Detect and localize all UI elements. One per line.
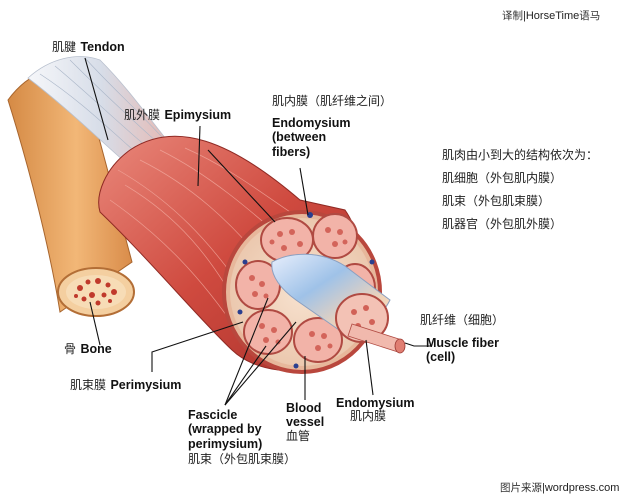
- leader-lines: [84, 57, 432, 406]
- endomysium-bottom-label: Endomysium 肌内膜: [336, 396, 415, 424]
- bottom-credit-sep: |: [542, 482, 545, 494]
- muscle-fiber-en-2: (cell): [426, 350, 456, 365]
- leader-muscle-fiber: [404, 342, 432, 347]
- bone-label: 骨 Bone: [64, 340, 112, 358]
- structure-note-item: 肌束（外包肌束膜）: [442, 194, 551, 208]
- endomysium-top-en-2: (between: [272, 130, 327, 145]
- bottom-credit: 图片来源|wordpress.com: [500, 478, 619, 496]
- epimysium-label-zh: 肌外膜: [124, 108, 161, 122]
- leader-fascicle-1: [224, 297, 269, 406]
- tendon-label: 肌腱 Tendon: [52, 38, 125, 56]
- leader-tendon: [84, 57, 109, 141]
- top-credit: 译制|HorseTime语马: [502, 6, 600, 24]
- fascicle-label: Fascicle (wrapped by perimysium) 肌束（外包肌束…: [188, 408, 296, 467]
- blood-vessel-en-2: vessel: [286, 415, 325, 430]
- epimysium-label-en: Epimysium: [164, 108, 232, 122]
- muscle-fiber-en-1: Muscle fiber: [426, 335, 499, 350]
- cross-section: [222, 210, 391, 374]
- structure-note: 肌肉由小到大的结构依次为： 肌细胞（外包肌内膜） 肌束（外包肌束膜） 肌器官（外…: [442, 144, 598, 236]
- bottom-credit-en: wordpress.com: [544, 482, 620, 494]
- tendon-label-zh: 肌腱: [52, 40, 77, 54]
- blood-vessel-en-1: Blood: [286, 401, 322, 415]
- endomysium-top-label: 肌内膜（肌纤维之间） Endomysium (between fibers): [272, 94, 393, 159]
- structure-note-heading: 肌肉由小到大的结构依次为：: [442, 148, 599, 162]
- bottom-credit-zh: 图片来源: [500, 482, 542, 494]
- leader-fascicle-2: [224, 321, 297, 406]
- endomysium-top-zh: 肌内膜（肌纤维之间）: [272, 94, 393, 108]
- bone-label-en: Bone: [80, 342, 112, 356]
- leader-fascicle-3: [224, 345, 267, 406]
- leader-bone: [89, 301, 101, 346]
- muscle-fiber-zh: 肌纤维（细胞）: [420, 313, 505, 327]
- leader-endomysium-top: [299, 167, 309, 216]
- leader-epimysium-2: [207, 149, 276, 223]
- muscle-fiber-shape: [347, 323, 406, 354]
- blood-vessel-zh: 血管: [286, 428, 311, 443]
- fascicle-en-3: perimysium): [188, 436, 263, 451]
- perimysium-label-zh: 肌束膜: [70, 378, 107, 392]
- leader-perimysium: [151, 321, 244, 372]
- structure-note-item: 肌器官（外包肌外膜）: [442, 217, 563, 231]
- muscle-fiber-label: 肌纤维（细胞） Muscle fiber (cell): [420, 313, 505, 365]
- bone-label-zh: 骨: [64, 342, 77, 356]
- perimysium-label: 肌束膜 Perimysium: [70, 376, 181, 394]
- tendon-label-en: Tendon: [80, 40, 125, 54]
- endomysium-top-en-3: fibers): [272, 144, 311, 159]
- endomysium-bottom-zh: 肌内膜: [350, 409, 387, 424]
- perimysium-label-en: Perimysium: [110, 378, 182, 392]
- bone-shape: [7, 68, 135, 317]
- fascicle-en-1: Fascicle: [188, 408, 238, 422]
- top-credit-zh2: 语马: [579, 10, 601, 22]
- blood-vessel-label: Blood vessel 血管: [286, 401, 324, 444]
- structure-note-item: 肌细胞（外包肌内膜）: [442, 171, 563, 185]
- top-credit-en: HorseTime: [525, 10, 580, 22]
- fascicle-en-2: (wrapped by: [188, 422, 262, 437]
- fascicle-zh: 肌束（外包肌束膜）: [188, 452, 297, 467]
- top-credit-sep: |: [523, 10, 526, 22]
- leader-epimysium: [197, 125, 201, 187]
- endomysium-bottom-en: Endomysium: [336, 396, 415, 410]
- endomysium-top-en-1: Endomysium: [272, 115, 351, 130]
- epimysium-label: 肌外膜 Epimysium: [124, 106, 231, 124]
- leader-endomysium-bottom: [365, 339, 374, 396]
- top-credit-zh: 译制: [502, 10, 523, 22]
